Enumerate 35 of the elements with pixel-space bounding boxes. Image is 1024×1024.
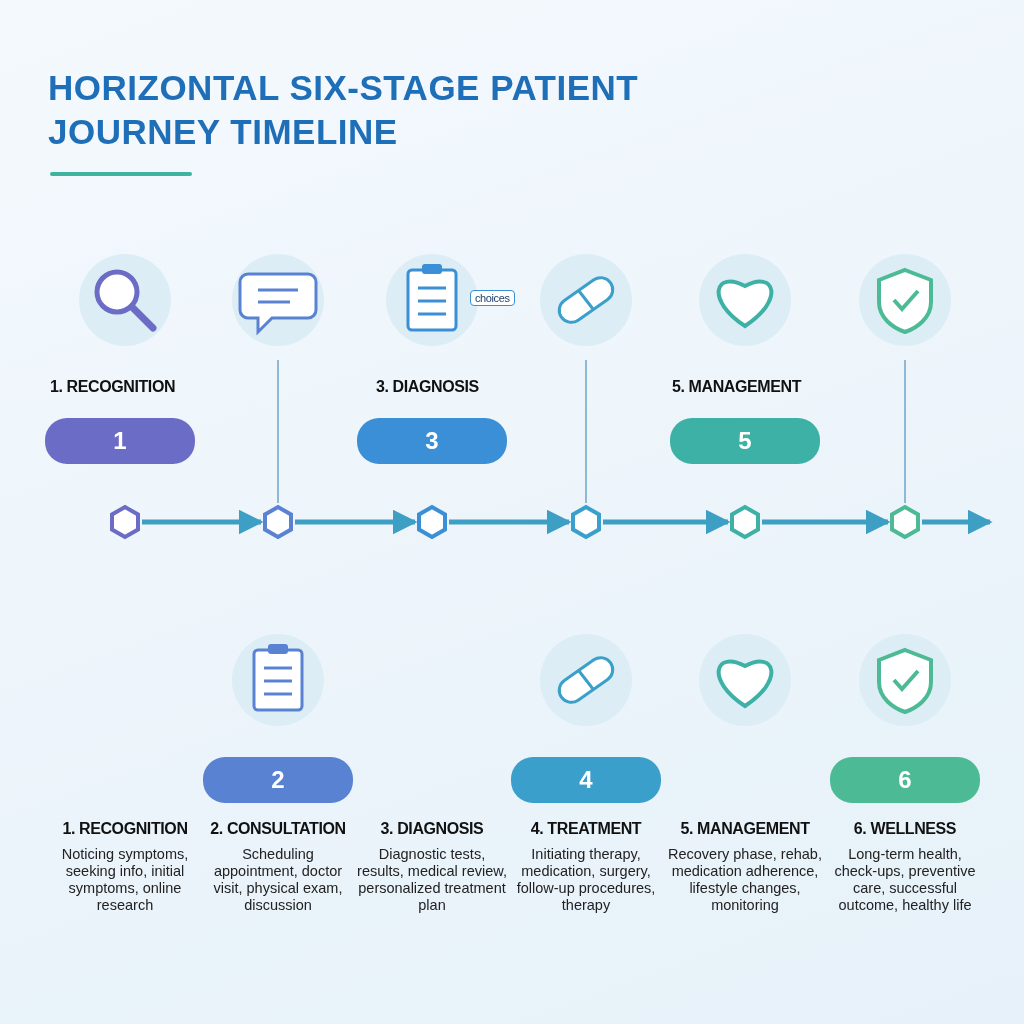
stage-description: Recovery phase, rehab, medication adherence, lifestyle changes, monitoring	[667, 846, 823, 914]
hexagon-marker	[108, 505, 142, 539]
timeline-arrow	[295, 509, 418, 535]
hexagon-marker	[261, 505, 295, 539]
stage-heading: 5. MANAGEMENT	[672, 378, 802, 396]
stage-number-tab: 3	[357, 418, 507, 464]
stage-heading: 6. WELLNESS	[852, 820, 958, 838]
stage-description: Long-term health, check-ups, preventive care, successful outcome, healthy life	[833, 846, 977, 914]
timeline-arrow	[922, 509, 993, 535]
stage-number-tab: 2	[203, 757, 353, 803]
stage-heading: 3. DIAGNOSIS	[379, 820, 485, 838]
timeline-arrow	[449, 509, 572, 535]
timeline-arrow	[142, 509, 264, 535]
hexagon-marker	[888, 505, 922, 539]
stage-heading: 2. CONSULTATION	[209, 820, 347, 838]
stage-heading: 1. RECOGNITION	[61, 820, 189, 838]
hexagon-marker	[728, 505, 762, 539]
stage-description: Diagnostic tests, results, medical review, personalized treatment plan	[356, 846, 508, 914]
title: HORIZONTAL SIX-STAGE PATIENT JOURNEY TIMELINE	[48, 67, 640, 153]
stage-heading: 1. RECOGNITION	[50, 378, 176, 396]
stage-description: Initiating therapy, medication, surgery, follow-up procedures, therapy	[515, 846, 657, 914]
stage-description: Noticing symptoms, seeking info, initial symptoms, online research	[60, 846, 190, 914]
stage-number-tab: 4	[511, 757, 661, 803]
stage-number-tab: 5	[670, 418, 820, 464]
stage-number-tab: 6	[830, 757, 980, 803]
timeline-arrow	[762, 509, 891, 535]
stage-heading: 4. TREATMENT	[529, 820, 643, 838]
stage-number-tab: 1	[45, 418, 195, 464]
choices-tag: choices	[470, 290, 515, 306]
stage-heading: 5. MANAGEMENT	[679, 820, 811, 838]
stage-heading: 3. DIAGNOSIS	[376, 378, 479, 396]
timeline-arrow	[603, 509, 731, 535]
hexagon-marker	[569, 505, 603, 539]
stage-description: Scheduling appointment, doctor visit, physical exam, discussion	[212, 846, 344, 914]
hexagon-marker	[415, 505, 449, 539]
